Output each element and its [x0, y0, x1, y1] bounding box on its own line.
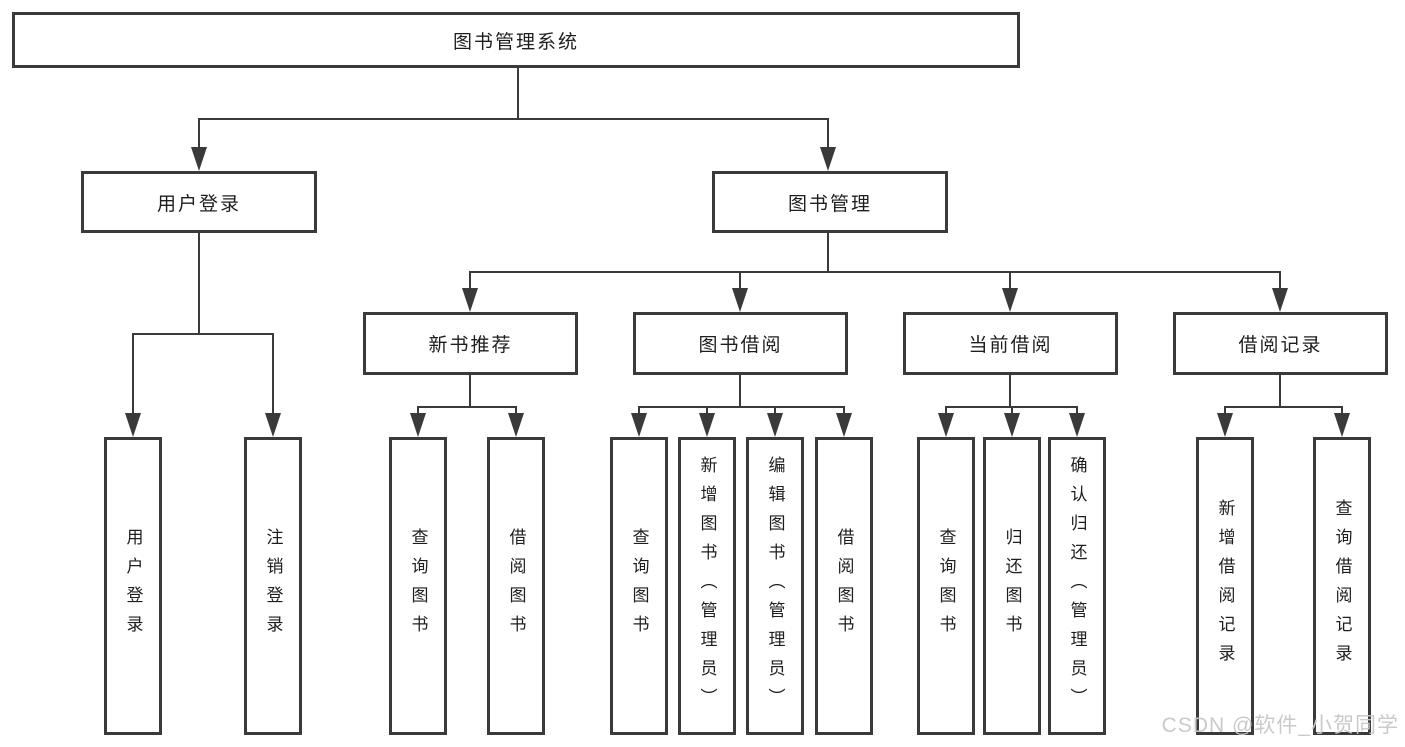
arrow-head-icon [1272, 288, 1288, 312]
connector-stem [1009, 375, 1011, 407]
connector-stem [198, 232, 200, 334]
leaf-confirm-return-admin-label: 确认归还（管理员） [1067, 455, 1087, 717]
node-current-borrow: 当前借阅 [903, 312, 1118, 375]
node-book-borrow: 图书借阅 [633, 312, 848, 375]
arrow-shaft [1224, 407, 1226, 415]
node-root: 图书管理系统 [12, 12, 1020, 68]
connector-rail [132, 333, 274, 335]
leaf-query-books-recommend-label: 查询图书 [408, 528, 428, 644]
leaf-query-books-current-label: 查询图书 [936, 528, 956, 644]
arrow-head-icon [1217, 413, 1233, 437]
arrow-shaft [272, 334, 274, 415]
leaf-borrow-books-borrow-label: 借阅图书 [834, 528, 854, 644]
arrow-shaft [1076, 407, 1078, 415]
arrow-shaft [774, 407, 776, 415]
node-book-management-label: 图书管理 [787, 193, 872, 215]
leaf-borrow-books-borrow: 借阅图书 [815, 437, 873, 735]
arrow-shaft [198, 119, 200, 149]
connector-stem [469, 375, 471, 407]
connector-rail [198, 118, 829, 120]
arrow-head-icon [767, 413, 783, 437]
leaf-query-books-borrow: 查询图书 [610, 437, 668, 735]
node-new-book-recommend: 新书推荐 [363, 312, 578, 375]
leaf-query-borrow-record-label: 查询借阅记录 [1332, 499, 1352, 673]
leaf-edit-book-admin-label: 编辑图书（管理员） [765, 455, 785, 717]
arrow-shaft [843, 407, 845, 415]
node-book-borrow-label: 图书借阅 [698, 335, 783, 356]
connector-rail [1224, 406, 1343, 408]
node-new-book-recommend-label: 新书推荐 [428, 335, 513, 356]
leaf-add-borrow-record-label: 新增借阅记录 [1215, 499, 1235, 673]
connector-rail [469, 271, 1281, 273]
node-borrow-records-label: 借阅记录 [1238, 335, 1323, 356]
arrow-head-icon [938, 413, 954, 437]
arrow-head-icon [699, 413, 715, 437]
arrow-shaft [515, 407, 517, 415]
arrow-head-icon [265, 413, 281, 437]
arrow-shaft [827, 119, 829, 149]
arrow-head-icon [836, 413, 852, 437]
connector-rail [638, 406, 845, 408]
leaf-edit-book-admin: 编辑图书（管理员） [746, 437, 804, 735]
arrow-head-icon [820, 147, 836, 171]
leaf-return-books-label: 归还图书 [1002, 528, 1022, 644]
arrow-head-icon [462, 288, 478, 312]
connector-stem [517, 68, 519, 119]
arrow-head-icon [191, 147, 207, 171]
leaf-query-books-recommend: 查询图书 [389, 437, 447, 735]
arrow-head-icon [1004, 413, 1020, 437]
connector-stem [739, 375, 741, 407]
node-current-borrow-label: 当前借阅 [968, 335, 1053, 356]
leaf-user-login-label: 用户登录 [123, 528, 143, 644]
arrow-head-icon [1334, 413, 1350, 437]
leaf-add-book-admin-label: 新增图书（管理员） [697, 455, 717, 717]
watermark-text: CSDN @软件_小贺同学 [1161, 714, 1399, 737]
leaf-borrow-books-recommend: 借阅图书 [487, 437, 545, 735]
arrow-shaft [417, 407, 419, 415]
arrow-shaft [1011, 407, 1013, 415]
leaf-logout-label: 注销登录 [263, 528, 283, 644]
arrow-head-icon [631, 413, 647, 437]
connector-stem [827, 232, 829, 272]
arrow-shaft [706, 407, 708, 415]
leaf-add-borrow-record: 新增借阅记录 [1196, 437, 1254, 735]
leaf-return-books: 归还图书 [983, 437, 1041, 735]
leaf-add-book-admin: 新增图书（管理员） [678, 437, 736, 735]
node-user-login-label: 用户登录 [156, 193, 241, 215]
arrow-head-icon [1002, 288, 1018, 312]
arrow-shaft [1009, 272, 1011, 290]
arrow-shaft [1341, 407, 1343, 415]
connector-stem [1279, 375, 1281, 407]
node-book-management: 图书管理 [712, 171, 948, 233]
arrow-shaft [638, 407, 640, 415]
arrow-shaft [132, 334, 134, 415]
node-borrow-records: 借阅记录 [1173, 312, 1388, 375]
arrow-shaft [739, 272, 741, 290]
arrow-head-icon [125, 413, 141, 437]
arrow-shaft [945, 407, 947, 415]
node-root-label: 图书管理系统 [452, 31, 579, 53]
connector-rail [417, 406, 517, 408]
arrow-head-icon [1069, 413, 1085, 437]
arrow-head-icon [508, 413, 524, 437]
arrow-head-icon [732, 288, 748, 312]
leaf-query-books-current: 查询图书 [917, 437, 975, 735]
node-user-login: 用户登录 [81, 171, 317, 233]
leaf-logout: 注销登录 [244, 437, 302, 735]
arrow-shaft [1279, 272, 1281, 290]
leaf-user-login: 用户登录 [104, 437, 162, 735]
arrow-shaft [469, 272, 471, 290]
leaf-query-borrow-record: 查询借阅记录 [1313, 437, 1371, 735]
leaf-query-books-borrow-label: 查询图书 [629, 528, 649, 644]
leaf-confirm-return-admin: 确认归还（管理员） [1048, 437, 1106, 735]
arrow-head-icon [410, 413, 426, 437]
leaf-borrow-books-recommend-label: 借阅图书 [506, 528, 526, 644]
